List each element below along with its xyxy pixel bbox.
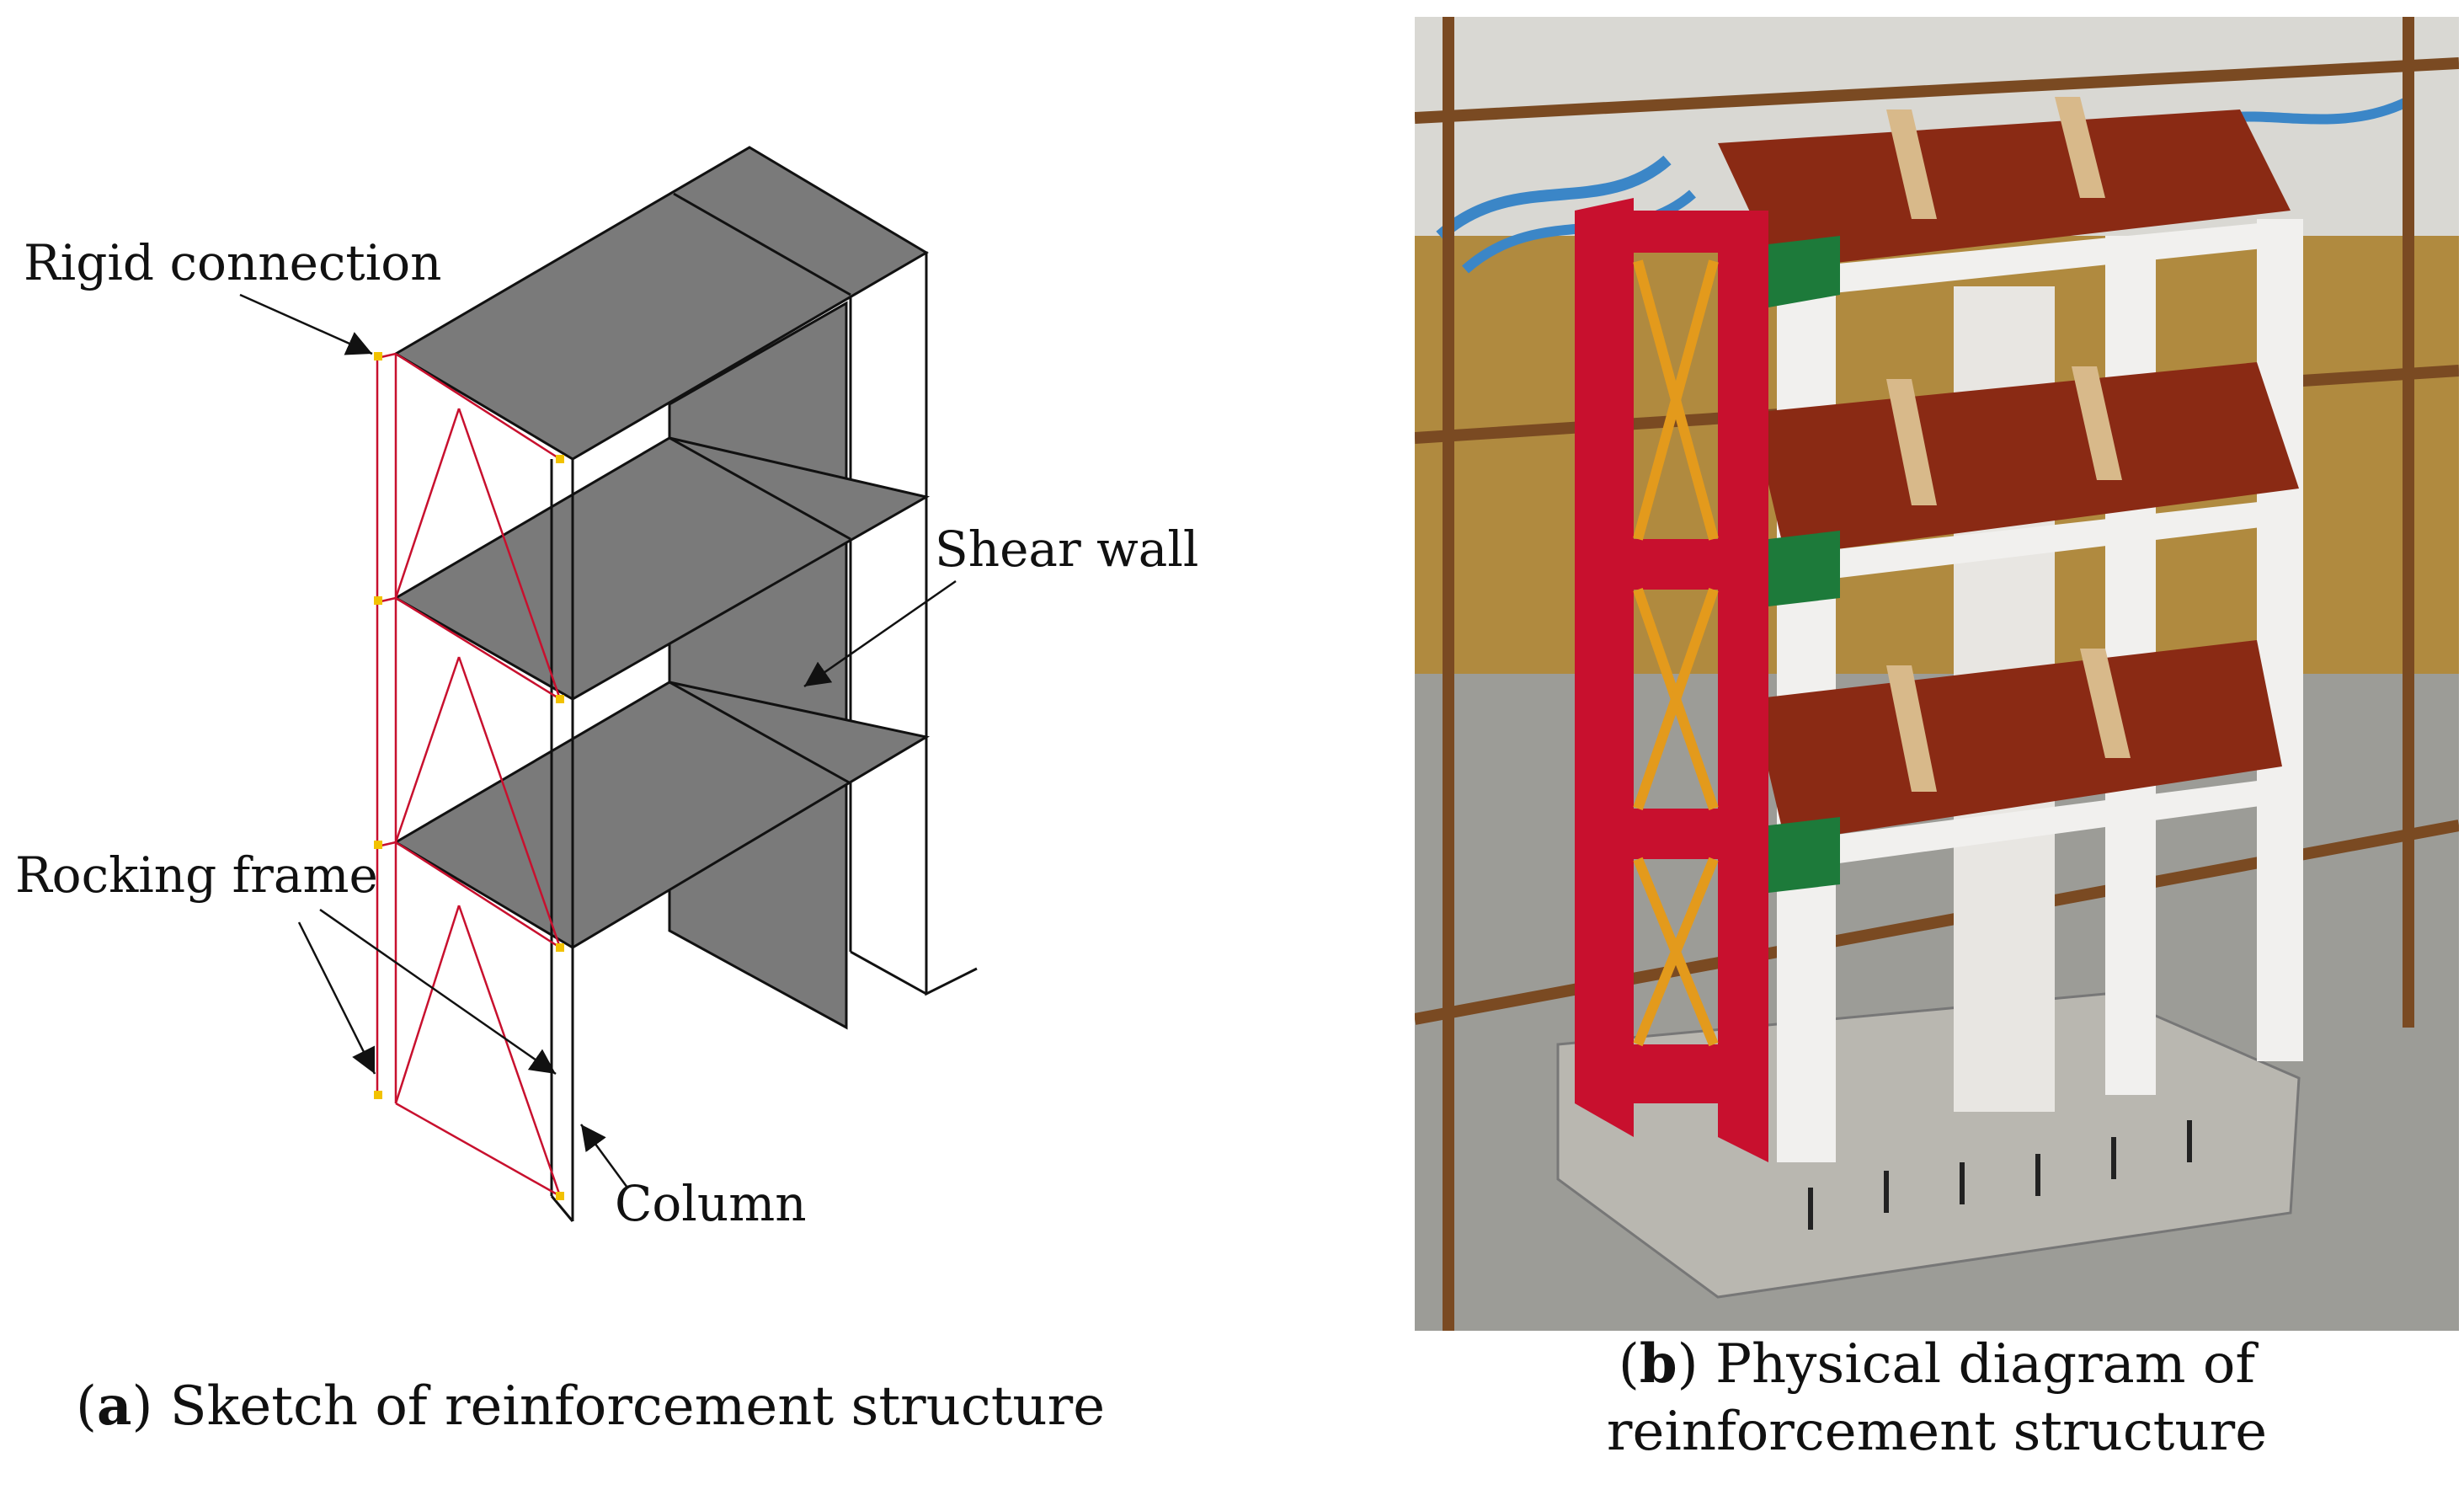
reinforcement-sketch: [239, 146, 978, 1222]
rocking-frame-arrow-1: [297, 921, 376, 1075]
panel-a-sketch: Rigid connection Shear wall Rocking fram…: [15, 146, 1199, 1438]
caption-b-letter: b: [1639, 1332, 1677, 1396]
rear-column: [842, 251, 978, 996]
label-rigid-connection: Rigid connection: [24, 234, 442, 291]
column-arrow: [579, 1124, 629, 1188]
label-rocking-frame: Rocking frame: [15, 846, 378, 904]
shear-wall: [668, 301, 848, 1030]
rigid-connection-arrow: [239, 293, 373, 355]
rocking-frame-arrow-2: [319, 908, 557, 1076]
rigid-connections: [374, 352, 564, 1200]
caption-b-line1: Physical diagram of: [1715, 1333, 2256, 1396]
slab-middle: [393, 436, 931, 701]
caption-a-letter: a: [96, 1375, 132, 1438]
shear-wall-arrow: [803, 579, 957, 688]
physical-model-photo: [1413, 17, 2461, 1331]
caption-b-line2: reinforcement structure: [1606, 1401, 2268, 1463]
rocking-frame: [376, 352, 562, 1198]
caption-a-text: Sketch of reinforcement structure: [169, 1375, 1106, 1438]
slab-lower: [393, 681, 931, 949]
caption-b-text: (b) Physical diagram of reinforcement st…: [1606, 1332, 2268, 1463]
label-column: Column: [615, 1175, 807, 1232]
panel-b-photo: [1413, 17, 2461, 1331]
label-shear-wall: Shear wall: [935, 521, 1199, 578]
caption-a: (a) Sketch of reinforcement structure: [76, 1375, 1106, 1438]
slab-top: [393, 146, 929, 461]
